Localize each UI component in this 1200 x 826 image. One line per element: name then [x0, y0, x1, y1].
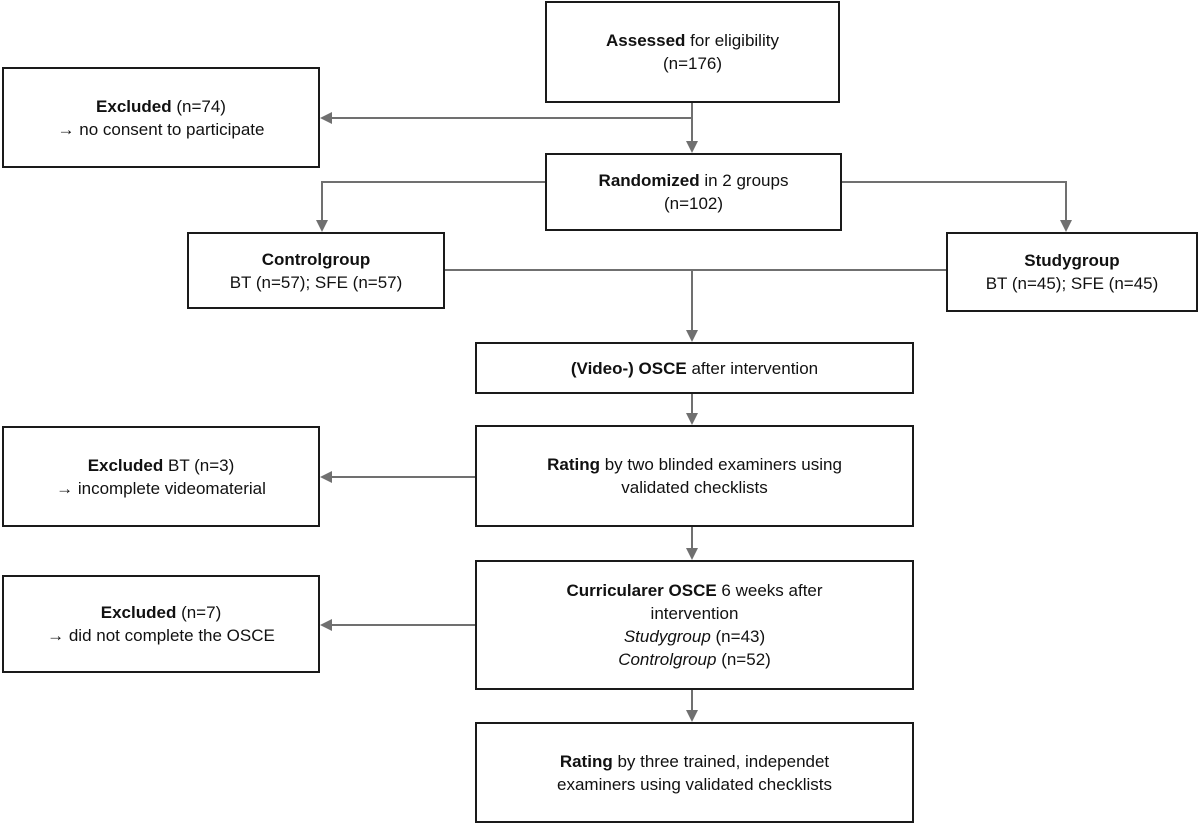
video-osce-rest: after intervention — [686, 358, 819, 378]
rating-three-line2: examiners using validated checklists — [557, 774, 832, 794]
excluded-consent-rest: (n=74) — [171, 96, 226, 116]
arrowhead-rating-two — [686, 413, 698, 425]
excluded-osce-rest: (n=7) — [176, 603, 222, 622]
curricular-study-label: Studygroup — [623, 627, 711, 646]
studygroup-detail: BT (n=45); SFE (n=45) — [985, 274, 1159, 293]
curricular-study-count: (n=43) — [710, 627, 766, 646]
assessed-bold: Assessed — [606, 31, 686, 50]
randomized-bold: Randomized — [598, 171, 700, 190]
arrowhead-randomized — [686, 141, 698, 153]
arrowhead-excluded-osce — [320, 619, 332, 631]
curricular-control-label: Controlgroup — [618, 650, 717, 669]
randomized-count: (n=102) — [663, 194, 724, 213]
curricular-osce-study: Studygroup (n=43) — [624, 625, 765, 648]
excluded-bt-reason: → incomplete videomaterial — [56, 478, 266, 498]
video-osce-bold: (Video-) OSCE — [570, 358, 687, 378]
rating-two-line: Rating by two blinded examiners using — [547, 453, 842, 476]
video-osce-box: (Video-) OSCE after intervention — [475, 342, 914, 394]
arrowhead-rating-three — [686, 710, 698, 722]
excluded-osce-box: Excluded (n=7) → did not complete the OS… — [2, 575, 320, 673]
controlgroup-detail: BT (n=57); SFE (n=57) — [229, 272, 403, 292]
controlgroup-box: Controlgroup BT (n=57); SFE (n=57) — [187, 232, 445, 309]
excluded-consent-reason: → no consent to participate — [57, 119, 265, 139]
curricular-osce-control: Controlgroup (n=52) — [618, 648, 771, 671]
arrowhead-video-osce — [686, 330, 698, 342]
curricular-osce-bold: Curricularer OSCE — [566, 581, 717, 600]
randomized-box: Randomized in 2 groups (n=102) — [545, 153, 842, 231]
rating-three-rest: by three trained, independet — [612, 751, 830, 771]
rating-three-box: Rating by three trained, independet exam… — [475, 722, 914, 823]
excluded-bt-box: Excluded BT (n=3) → incomplete videomate… — [2, 426, 320, 527]
curricular-control-count: (n=52) — [716, 650, 771, 669]
excluded-bt-rest: BT (n=3) — [163, 455, 235, 475]
assessed-rest: for eligibility — [685, 31, 779, 50]
rating-three-bold: Rating — [559, 751, 613, 771]
curricular-osce-box: Curricularer OSCE 6 weeks after interven… — [475, 560, 914, 690]
randomized-line: Randomized in 2 groups — [599, 169, 789, 192]
assessed-count: (n=176) — [662, 54, 723, 73]
controlgroup-title: Controlgroup — [261, 249, 371, 269]
arrowhead-excluded-bt — [320, 471, 332, 483]
curricular-osce-line: Curricularer OSCE 6 weeks after — [566, 579, 822, 602]
excluded-bt-line: Excluded BT (n=3) — [88, 454, 235, 477]
excluded-consent-line: Excluded (n=74) — [96, 95, 226, 118]
rating-two-box: Rating by two blinded examiners using va… — [475, 425, 914, 527]
excluded-consent-bold: Excluded — [96, 96, 172, 116]
assessed-box: Assessed for eligibility (n=176) — [545, 1, 840, 103]
excluded-osce-reason: → did not complete the OSCE — [47, 626, 275, 645]
curricular-osce-rest: 6 weeks after — [716, 581, 823, 600]
rating-two-bold: Rating — [547, 455, 600, 474]
arrowhead-curricular — [686, 548, 698, 560]
rating-three-line: Rating by three trained, independet — [560, 750, 829, 773]
excluded-consent-box: Excluded (n=74) → no consent to particip… — [2, 67, 320, 168]
rating-two-line2: validated checklists — [621, 478, 768, 497]
studygroup-title: Studygroup — [1024, 251, 1120, 270]
connector-randomized-controlgroup — [321, 181, 545, 222]
curricular-osce-line2: intervention — [650, 604, 739, 623]
arrowhead-studygroup — [1060, 220, 1072, 232]
video-osce-line: (Video-) OSCE after intervention — [571, 357, 818, 380]
excluded-bt-bold: Excluded — [87, 455, 164, 475]
assessed-line: Assessed for eligibility — [606, 29, 779, 52]
studygroup-box: Studygroup BT (n=45); SFE (n=45) — [946, 232, 1198, 312]
arrowhead-excluded-consent — [320, 112, 332, 124]
connector-randomized-studygroup — [842, 181, 1067, 222]
excluded-osce-bold: Excluded — [100, 603, 177, 622]
rating-two-rest: by two blinded examiners using — [599, 455, 842, 474]
excluded-osce-line: Excluded (n=7) — [101, 601, 221, 624]
randomized-rest: in 2 groups — [699, 171, 789, 190]
arrowhead-controlgroup — [316, 220, 328, 232]
